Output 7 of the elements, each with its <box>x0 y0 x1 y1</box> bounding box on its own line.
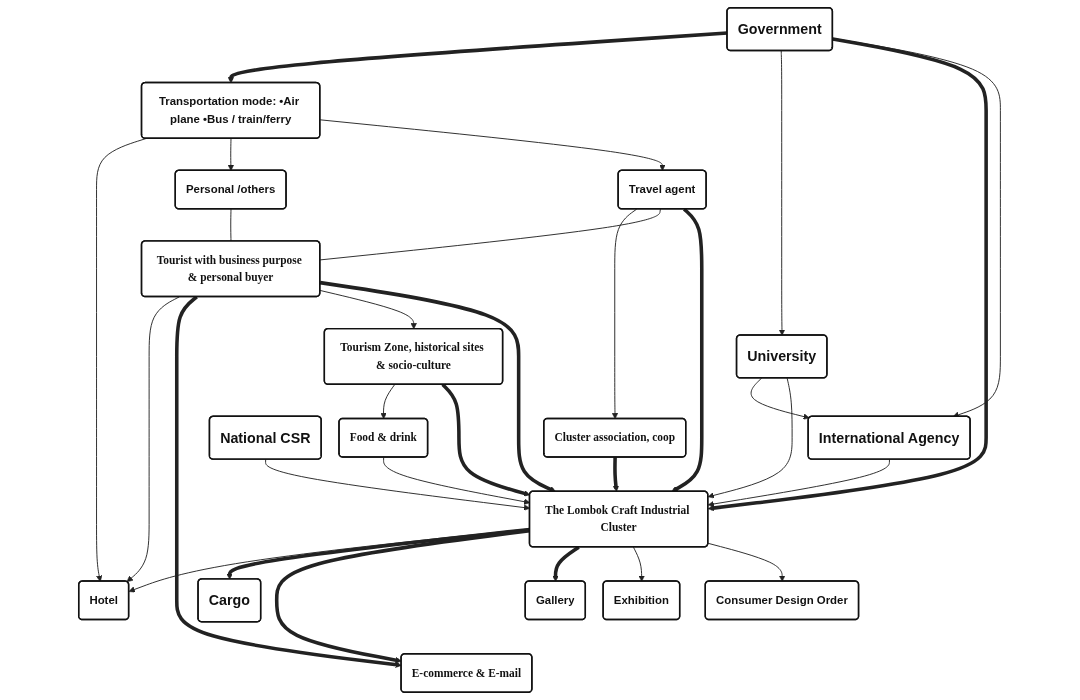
arrow <box>228 31 728 84</box>
arrow <box>671 207 704 492</box>
connector <box>230 208 232 242</box>
connector <box>320 208 662 261</box>
arrow <box>552 545 581 582</box>
arrow <box>441 383 531 497</box>
arrow <box>613 457 620 492</box>
